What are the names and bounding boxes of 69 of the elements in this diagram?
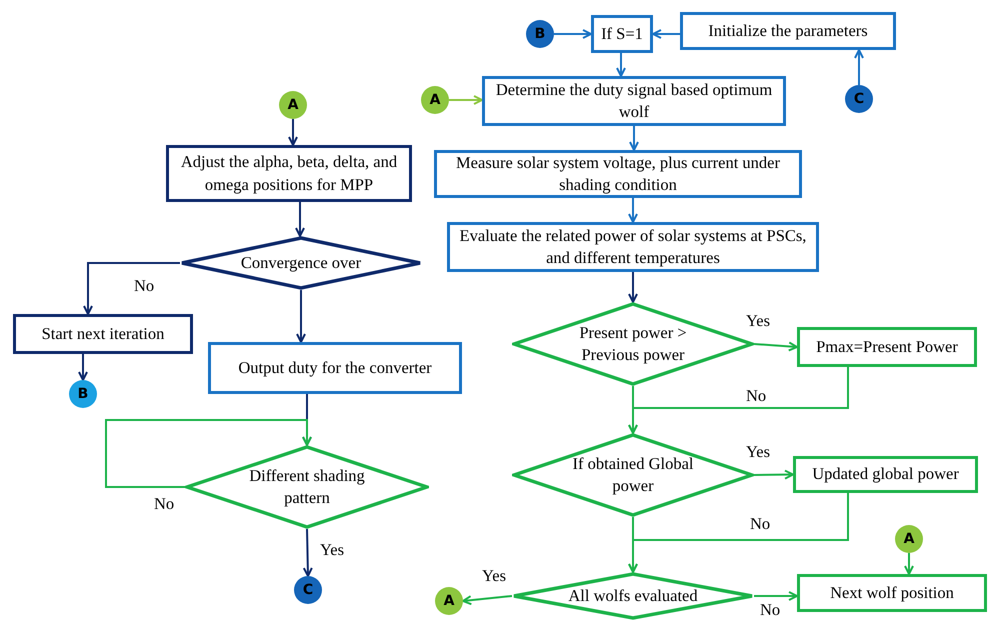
node-text: Start next iteration <box>42 322 164 345</box>
process-box <box>447 222 819 272</box>
arrow <box>462 595 512 606</box>
connector-letter: C <box>302 583 314 597</box>
arrow <box>628 386 638 434</box>
edge-label: No <box>154 496 174 512</box>
node-text: Measure solar system voltage, plus current under shading condition <box>455 152 781 196</box>
node-text: Different shading pattern <box>248 464 366 509</box>
arrow <box>78 354 88 381</box>
arrow <box>288 119 298 146</box>
process-box <box>434 150 802 198</box>
process-box <box>797 574 987 612</box>
decision-diamond <box>512 572 754 620</box>
edge-label: No <box>746 388 766 404</box>
arrow <box>296 290 306 343</box>
process-box <box>208 342 462 394</box>
edge-label: Yes <box>320 542 344 558</box>
decision-diamond <box>180 236 422 290</box>
node-text: If obtained Global power <box>572 452 694 497</box>
decision-diamond <box>185 445 429 529</box>
connector-letter: A <box>430 93 440 107</box>
connector-letter: A <box>444 594 454 608</box>
arrow <box>754 470 794 480</box>
arrow <box>628 517 638 573</box>
arrow <box>904 553 914 575</box>
arrow <box>105 419 312 488</box>
node-text: If S=1 <box>601 22 643 45</box>
connector-letter: B <box>534 27 546 41</box>
node-text: Evaluate the related power of solar systems at PSCs, and different temperatures <box>458 224 808 269</box>
connector-letter: A <box>288 98 298 112</box>
node-text: Initialize the parameters <box>708 20 868 42</box>
process-box <box>793 456 978 493</box>
connector-letter: B <box>78 387 88 401</box>
arrow <box>628 198 638 223</box>
connector-letter: C <box>854 92 864 106</box>
node-text: All wolfs evaluated <box>568 584 698 607</box>
process-box <box>591 15 653 53</box>
arrow <box>628 272 638 303</box>
node-text: Adjust the alpha, beta, delta, and omega positions for MPP <box>180 151 398 196</box>
arrow <box>83 262 180 315</box>
arrow <box>616 53 626 77</box>
arrow <box>629 126 639 151</box>
arrow <box>449 95 483 105</box>
arrow <box>554 29 592 39</box>
node-text: Convergence over <box>240 252 362 274</box>
edge-label: No <box>760 602 780 618</box>
node-text: Determine the duty signal based optimum wolf <box>494 78 774 123</box>
process-box <box>680 12 896 50</box>
process-box <box>482 76 786 126</box>
arrow <box>754 341 798 352</box>
connector-letter: A <box>904 532 914 546</box>
arrow <box>854 49 864 85</box>
edge-label: No <box>134 278 154 294</box>
arrow <box>754 591 798 601</box>
node-text: Next wolf position <box>830 582 954 604</box>
arrow <box>302 528 313 577</box>
arrow <box>652 29 680 39</box>
node-text: Pmax=Present Power <box>816 336 958 358</box>
edge-label: Yes <box>746 313 770 330</box>
node-text: Present power > Previous power <box>578 322 688 366</box>
edge-label: Yes <box>746 444 770 460</box>
edge-label: No <box>750 516 770 532</box>
node-text: Output duty for the converter <box>238 356 432 379</box>
process-box <box>166 145 412 202</box>
arrow <box>295 202 305 237</box>
node-text: Updated global power <box>812 463 959 486</box>
process-box <box>13 314 193 354</box>
edge-label: Yes <box>482 568 506 584</box>
process-box <box>797 327 977 367</box>
